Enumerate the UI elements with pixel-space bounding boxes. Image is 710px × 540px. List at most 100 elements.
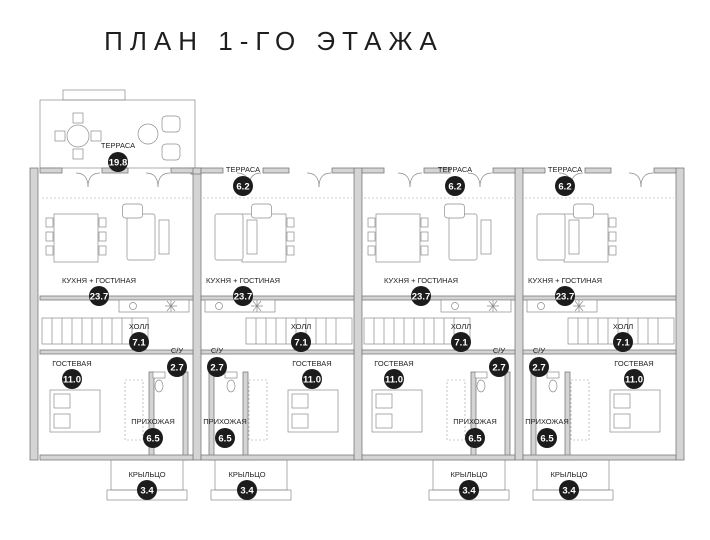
porch-badge	[559, 480, 579, 500]
terrace-area: 6.2	[558, 181, 571, 192]
front-wall-seg	[262, 167, 290, 174]
bottom-wall	[39, 454, 194, 461]
wc-area: 2.7	[532, 362, 545, 373]
tv-stand	[158, 219, 170, 255]
kitchen-badge	[411, 286, 431, 306]
kitchen-wall	[200, 295, 355, 301]
front-wall-seg	[331, 167, 355, 174]
bottom-wall	[522, 454, 677, 461]
hall-area: 7.1	[454, 337, 468, 348]
guest-label: ГОСТЕВАЯ	[374, 359, 413, 368]
entry-badge	[143, 428, 163, 448]
wc-badge	[167, 357, 187, 377]
hall-badge	[451, 332, 471, 352]
hall-area: 7.1	[616, 337, 630, 348]
front-wall-seg	[200, 167, 224, 174]
toilet	[548, 379, 558, 393]
porch-area: 3.4	[240, 485, 254, 496]
chair	[367, 217, 376, 228]
hall-area: 7.1	[294, 337, 308, 348]
hob	[251, 300, 263, 312]
tv-stand	[480, 219, 492, 255]
washbasin	[152, 371, 166, 379]
party-wall	[192, 167, 202, 461]
partition	[182, 371, 189, 461]
hall-label: ХОЛЛ	[451, 322, 471, 331]
guest-area: 11.0	[625, 374, 643, 385]
entry-area: 6.5	[540, 433, 554, 444]
terrace-badge	[233, 176, 253, 196]
guest-area: 11.0	[385, 374, 403, 385]
door-swing	[75, 172, 89, 188]
pillow	[613, 393, 631, 409]
terrace-area: 6.2	[236, 181, 249, 192]
wardrobe	[248, 379, 268, 441]
porch-area: 3.4	[562, 485, 576, 496]
hall-wall	[200, 349, 355, 355]
chair	[286, 217, 295, 228]
kitchen-area: 23.7	[412, 291, 431, 302]
furniture-layer	[45, 112, 661, 441]
guest-label: ГОСТЕВАЯ	[292, 359, 331, 368]
porch-label: КРЫЛЬЦО	[228, 470, 265, 479]
wardrobe	[570, 379, 590, 441]
porch-area: 3.4	[462, 485, 476, 496]
wc-badge	[529, 357, 549, 377]
kitchen-wall	[522, 295, 677, 301]
kitchen-badge	[233, 286, 253, 306]
wc-area: 2.7	[170, 362, 183, 373]
kitchen-wall	[361, 295, 516, 301]
terrace-chair	[72, 148, 84, 160]
entry-label: ПРИХОЖАЯ	[525, 417, 569, 426]
door-swing	[467, 172, 481, 188]
wc-badge	[207, 357, 227, 377]
chair	[45, 217, 54, 228]
tv-stand	[246, 219, 258, 255]
terrace-label: ТЕРРАСА	[438, 165, 472, 174]
hall-area: 7.1	[132, 337, 146, 348]
terrace-lounge	[161, 115, 181, 133]
entry-badge	[537, 428, 557, 448]
hob	[165, 300, 177, 312]
chair	[98, 245, 107, 256]
guest-badge	[302, 369, 322, 389]
door-swing	[87, 172, 101, 188]
hall-badge	[129, 332, 149, 352]
party-wall	[353, 167, 363, 461]
chair	[420, 231, 429, 242]
chair	[420, 217, 429, 228]
hall-badge	[613, 332, 633, 352]
porch-badge	[459, 480, 479, 500]
chair	[286, 231, 295, 242]
toilet	[154, 379, 164, 393]
kitchen-label: КУХНЯ + ГОСТИНАЯ	[384, 276, 458, 285]
guest-badge	[62, 369, 82, 389]
chair	[45, 231, 54, 242]
front-wall-seg	[39, 167, 63, 174]
pillow	[291, 413, 309, 429]
tv-stand	[568, 219, 580, 255]
partition	[564, 371, 571, 461]
kitchen-area: 23.7	[90, 291, 109, 302]
pillow	[375, 413, 393, 429]
door-swing	[628, 172, 642, 188]
hall-label: ХОЛЛ	[291, 322, 311, 331]
guest-label: ГОСТЕВАЯ	[52, 359, 91, 368]
partition	[208, 371, 215, 461]
guest-area: 11.0	[63, 374, 81, 385]
terrace-label: ТЕРРАСА	[101, 141, 135, 150]
hall-wall	[39, 349, 194, 355]
kitchen-label: КУХНЯ + ГОСТИНАЯ	[206, 276, 280, 285]
hall-wall	[522, 349, 677, 355]
party-wall	[514, 167, 524, 461]
porch-label: КРЫЛЬЦО	[450, 470, 487, 479]
sofa	[214, 213, 244, 261]
kitchen-wall	[39, 295, 194, 301]
hall-wall	[361, 349, 516, 355]
terrace-chair	[72, 112, 84, 124]
terrace-badge	[555, 176, 575, 196]
bottom-wall	[361, 454, 516, 461]
chair	[367, 245, 376, 256]
door-swing	[479, 172, 493, 188]
sink	[537, 302, 545, 310]
